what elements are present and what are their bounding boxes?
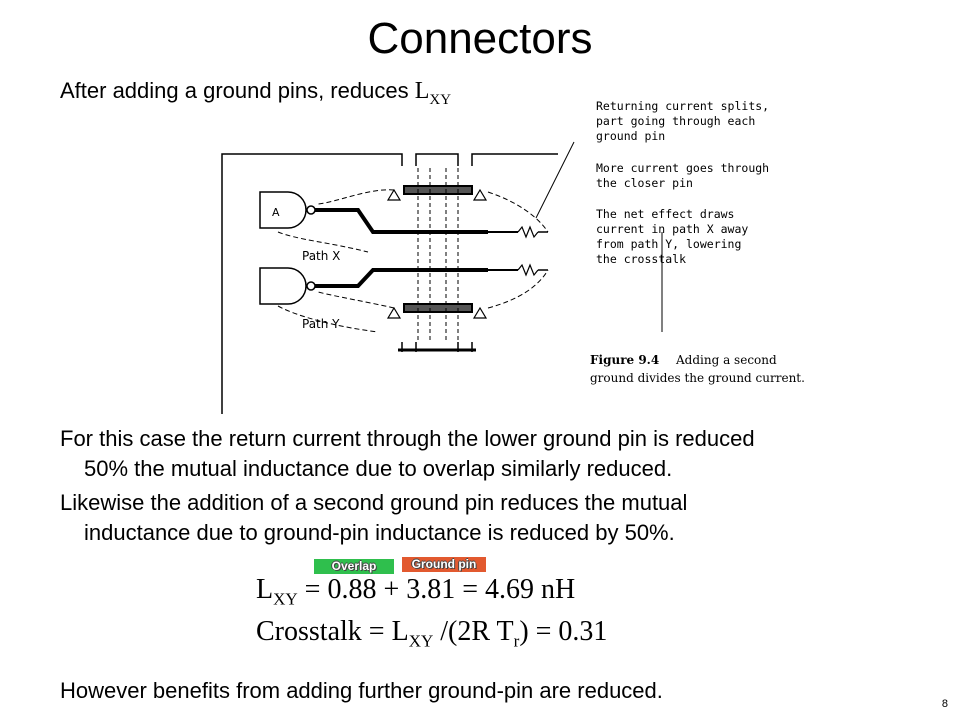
note-3-line-4: the crosstalk	[596, 252, 686, 266]
lxy-equation: LXY = 0.88 + 3.81 = 4.69 nH	[256, 574, 575, 610]
path-x-label: Path X	[302, 249, 340, 263]
paragraph-overlap-line-2: 50% the mutual inductance due to overlap…	[84, 456, 673, 481]
note-2-line-1: More current goes through	[596, 161, 769, 175]
lxy-eq-sub: XY	[273, 589, 298, 609]
figure-9-4: A Path X Path Y Returning current splits…	[221, 99, 805, 414]
caption-line-2: ground divides the ground current.	[590, 371, 805, 385]
callout-lines	[535, 141, 663, 332]
connector-pins	[386, 185, 488, 352]
closing-text: However benefits from adding further gro…	[60, 678, 663, 703]
overlap-tag: Overlap	[314, 559, 394, 574]
intro-text: After adding a ground pins, reduces LXY	[60, 78, 451, 109]
paragraph-overlap: For this case the return current through…	[60, 424, 920, 484]
note-1-line-2: part going through each	[596, 114, 755, 128]
note-3-line-2: current in path X away	[596, 222, 748, 236]
paragraph-ground-pin-line-1: Likewise the addition of a second ground…	[60, 490, 688, 515]
pin-column-lines	[417, 168, 459, 342]
caption-line-1: Adding a second	[675, 353, 777, 367]
driver-gates	[259, 191, 316, 305]
crosstalk-eq-sub2: r	[513, 631, 520, 651]
lxy-eq-rhs: = 0.88 + 3.81 = 4.69 nH	[297, 574, 576, 605]
lxy-eq-l: L	[256, 574, 274, 605]
note-1-line-1: Returning current splits,	[596, 99, 769, 113]
intro-sentence: After adding a ground pins, reduces	[60, 78, 415, 103]
crosstalk-eq-rhs: ) = 0.31	[519, 616, 608, 647]
note-3-line-3: from path Y, lowering	[596, 237, 741, 251]
crosstalk-eq-mid: /(2R T	[433, 616, 514, 647]
crosstalk-equation: Crosstalk = LXY /(2R Tr) = 0.31	[256, 616, 607, 652]
gate-label: A	[272, 206, 280, 219]
note-3-line-1: The net effect draws	[596, 207, 734, 221]
figure-notes: Returning current splits, part going thr…	[596, 99, 769, 266]
path-y-label: Path Y	[302, 317, 340, 331]
crosstalk-eq-lhs: Crosstalk = L	[256, 616, 409, 647]
paragraph-overlap-line-1: For this case the return current through…	[60, 426, 755, 451]
note-2-line-2: the closer pin	[596, 176, 693, 190]
signal-paths	[315, 208, 548, 288]
paragraph-ground-pin-line-2: inductance due to ground-pin inductance …	[84, 520, 675, 545]
crosstalk-eq-sub: XY	[408, 631, 434, 651]
ground-pin-tag: Ground pin	[402, 557, 486, 572]
intro-lxy: LXY	[414, 78, 451, 108]
note-1-line-3: ground pin	[596, 129, 665, 143]
intro-l: L	[414, 78, 430, 104]
caption-label: Figure 9.4	[590, 353, 659, 367]
intro-lxy-sub: XY	[429, 91, 452, 108]
page-number: 8	[941, 698, 948, 710]
figure-caption: Figure 9.4 Adding a second ground divide…	[590, 353, 805, 385]
slide-title: Connectors	[367, 14, 593, 63]
return-current-paths	[277, 189, 549, 333]
paragraph-ground-pin: Likewise the addition of a second ground…	[60, 488, 920, 548]
